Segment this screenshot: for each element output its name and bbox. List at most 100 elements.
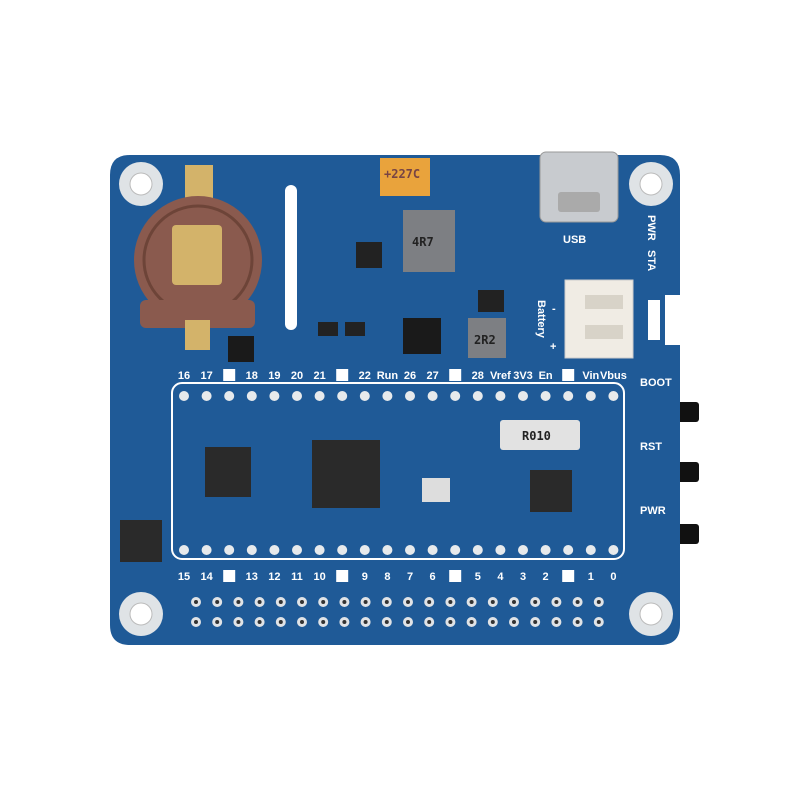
ground-box [336, 369, 349, 381]
battery-connector[interactable] [564, 279, 634, 359]
pad [608, 391, 619, 401]
pad [246, 545, 257, 555]
pin-label: En [539, 370, 553, 382]
pin-label: G [564, 571, 573, 583]
pad [269, 545, 280, 555]
pad [314, 545, 325, 555]
pin-label: 9 [362, 571, 368, 583]
inductor-4r7-marking: 4R7 [412, 235, 434, 249]
shunt-marking: R010 [522, 429, 551, 443]
pwr-led-label: PWR [645, 215, 657, 241]
battery-plus-label: + [550, 341, 556, 353]
ground-box [223, 369, 236, 381]
pad [359, 391, 370, 401]
pad [563, 545, 574, 555]
pin-label: 26 [404, 370, 416, 382]
pad [540, 391, 551, 401]
sta-led-label: STA [645, 250, 657, 271]
pin-label: 13 [246, 571, 258, 583]
pad [472, 545, 483, 555]
pin-label: Run [377, 370, 399, 382]
inductor-2r2 [468, 318, 506, 358]
rp2040-chip [312, 440, 380, 508]
pad [427, 391, 438, 401]
pad [359, 545, 370, 555]
coin-cell-holder [134, 165, 262, 350]
pad [314, 391, 325, 401]
usb-label: USB [563, 234, 586, 246]
pin-label: 16 [178, 370, 190, 382]
pin-label: 28 [472, 370, 484, 382]
pad [450, 391, 461, 401]
pwr-button-label: PWR [640, 505, 666, 517]
pin-label: 11 [291, 571, 303, 583]
pin-label: 15 [178, 571, 190, 583]
pin-label: Vin [582, 370, 599, 382]
gpio-header-40pin [191, 597, 604, 627]
pin-label: Vbus [600, 370, 627, 382]
pin-label: 21 [313, 370, 325, 382]
slot-cutout [285, 185, 297, 330]
boot-button-label: BOOT [640, 377, 672, 389]
pin-label: 12 [268, 571, 280, 583]
pin-label: G [225, 571, 234, 583]
battery-minus-label: - [552, 303, 556, 315]
pin-label: 22 [359, 370, 371, 382]
pad [518, 391, 528, 401]
pad [224, 545, 235, 555]
pad [246, 391, 257, 401]
pin-label: 6 [430, 571, 436, 583]
pin-label: 19 [268, 370, 280, 382]
pad [292, 391, 302, 401]
pad [382, 391, 393, 401]
pad [585, 391, 596, 401]
ground-box [562, 369, 575, 381]
pin-label: 0 [610, 571, 616, 583]
pad [337, 391, 348, 401]
pad [179, 545, 189, 555]
pin-label: 14 [200, 571, 213, 583]
pin-label: 20 [291, 370, 303, 382]
pin-label: 5 [475, 571, 481, 583]
ground-box [562, 570, 575, 582]
pad [269, 391, 280, 401]
pad [495, 391, 506, 401]
pin-label: 2 [543, 571, 549, 583]
pin-label: 4 [497, 571, 504, 583]
pin-label: 3V3 [513, 370, 533, 382]
pin-label: G [338, 571, 347, 583]
pad [201, 545, 212, 555]
pin-label: 18 [246, 370, 258, 382]
pin-label: G [451, 370, 460, 382]
usb-c-port[interactable] [539, 151, 619, 223]
castellated-pads [179, 391, 619, 555]
pad [405, 391, 415, 401]
pad [450, 545, 461, 555]
pin-label: 27 [426, 370, 438, 382]
tantalum-capacitor [380, 158, 430, 196]
pin-label: 17 [200, 370, 212, 382]
pad [382, 545, 393, 555]
pin-label: G [225, 370, 234, 382]
pad [608, 545, 619, 555]
pad [224, 391, 235, 401]
tantalum-marking: +227C [384, 167, 420, 181]
pad [179, 391, 189, 401]
pad [495, 545, 506, 555]
pin-label: 7 [407, 571, 413, 583]
pad [472, 391, 483, 401]
ground-box [223, 570, 236, 582]
pad [201, 391, 212, 401]
rst-button-label: RST [640, 441, 662, 453]
pad [405, 545, 415, 555]
pin-label: 1 [588, 571, 594, 583]
pad [518, 545, 528, 555]
shunt-resistor [500, 420, 580, 450]
pad [427, 545, 438, 555]
pad [585, 545, 596, 555]
pin-label: Vref [490, 370, 511, 382]
ground-box [449, 570, 462, 582]
